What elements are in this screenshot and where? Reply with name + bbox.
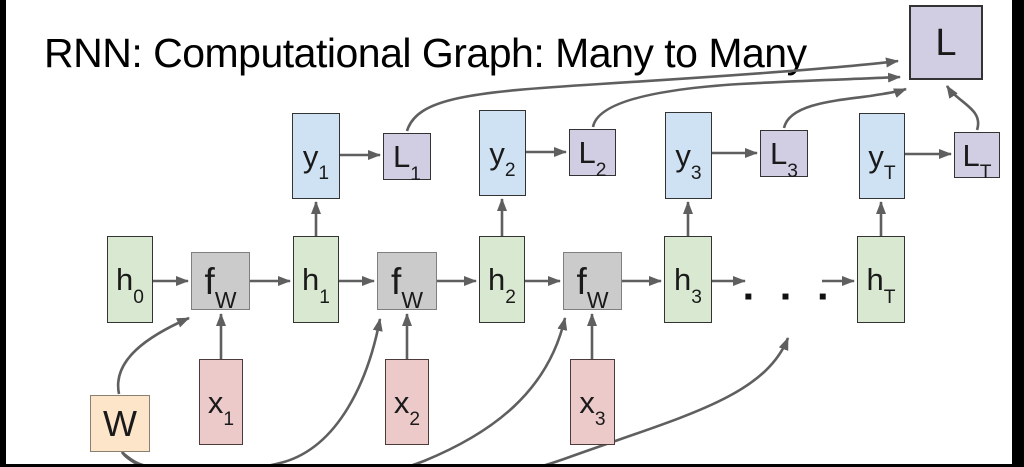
node-x1: x1 [199,359,243,445]
node-y1-label: y1 [302,138,330,185]
node-total-loss-label: L [935,21,957,64]
node-x3: x3 [570,359,615,445]
node-h3: h3 [664,236,712,323]
node-y2-label: y2 [489,135,516,182]
node-l3-label: L3 [770,136,798,182]
page-title: RNN: Computational Graph: Many to Many [44,30,807,76]
ellipsis: ▪ ▪ ▪ [744,283,838,310]
node-yT-label: yT [868,138,896,185]
node-h1-label: h1 [302,262,330,308]
letterbox-left [0,0,6,467]
node-l1-label: L1 [393,139,421,185]
node-lT: LT [954,132,1000,184]
node-l2-label: L2 [578,135,607,181]
node-fw-3-label: fW [576,260,609,314]
node-lT-label: LT [962,137,992,184]
node-fw-3: fW [563,252,622,314]
arrow-lT-to-total-loss [945,85,980,131]
node-h1: h1 [293,236,339,323]
node-y1: y1 [292,113,340,199]
node-h0: h0 [107,236,153,323]
node-l1: L1 [383,133,431,185]
node-l2: L2 [569,129,616,181]
node-hT-label: hT [866,262,896,308]
node-total-loss: L [909,5,983,80]
arrow-w-to-fw2 [120,318,383,467]
node-x1-label: x1 [207,384,235,431]
node-hT: hT [857,236,905,323]
node-x3-label: x3 [579,384,606,431]
node-fw-1: fW [191,252,250,314]
node-y3-label: y3 [675,138,702,184]
arrow-w-to-fw1 [116,316,190,395]
node-fw-1-label: fW [204,260,237,314]
node-h3-label: h3 [674,262,702,308]
letterbox-bottom [0,464,1024,467]
node-x2-label: x2 [393,384,421,431]
node-y2: y2 [479,110,526,196]
node-fw-2: fW [377,252,437,314]
node-x2: x2 [385,359,429,445]
node-weights-label: W [103,402,137,444]
arrow-w-to-fw3 [120,317,568,467]
node-yT: yT [859,113,905,199]
arrow-l2-to-total-loss [591,72,901,128]
node-l3: L3 [760,130,808,182]
node-h2-label: h2 [488,262,516,308]
letterbox-right [1012,0,1024,467]
node-h2: h2 [479,236,525,323]
node-y3: y3 [665,112,712,199]
node-fw-2-label: fW [391,260,423,314]
node-h0-label: h0 [116,262,144,308]
node-weights: W [90,395,150,452]
